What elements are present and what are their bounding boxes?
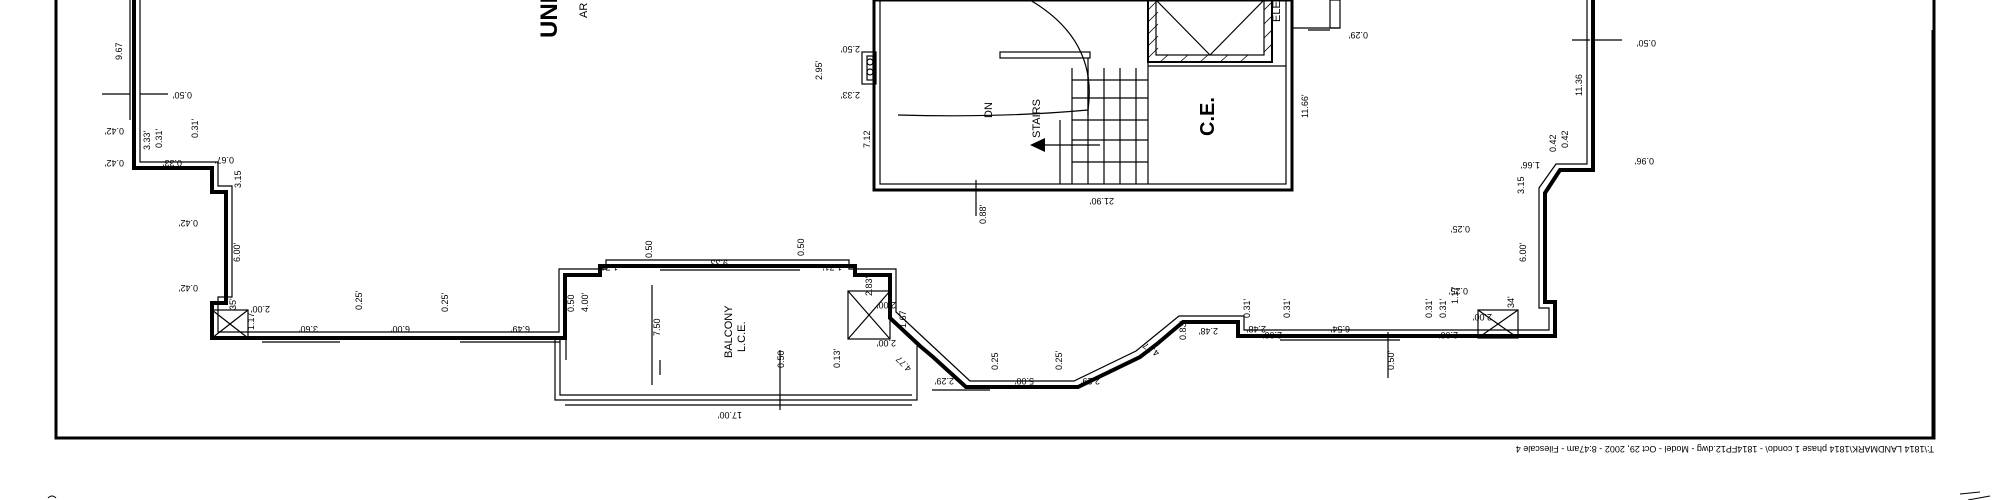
dim-label: 0.25' xyxy=(1448,286,1468,296)
dim-label: 3.33' xyxy=(142,130,152,150)
dim-label: 1.71' xyxy=(822,262,842,272)
dn-label: DN xyxy=(983,102,995,118)
exterior-wall-inner xyxy=(139,0,1588,382)
dim-label: 0.50' xyxy=(1386,350,1396,370)
dim-label: 34' xyxy=(1506,296,1516,308)
dim-label: 0.42' xyxy=(104,158,124,168)
dim-label: 6.00' xyxy=(1518,242,1528,262)
dim-label: 2.33' xyxy=(840,90,860,100)
dim-label: 2.83' xyxy=(864,276,874,296)
dim-label: 0.13' xyxy=(832,348,842,368)
dim-label: 0.31' xyxy=(1242,298,1252,318)
dim-label: 2.00' xyxy=(1472,312,1492,322)
elevator-label: ELE xyxy=(1271,1,1283,22)
dim-label: 5.00' xyxy=(1014,376,1034,386)
balcony-outline xyxy=(554,285,918,406)
dim-label: 9.67 xyxy=(114,42,124,60)
dim-label: 17.00' xyxy=(717,410,742,420)
dim-label: 0.42' xyxy=(104,126,124,136)
dim-label: 3.15 xyxy=(1516,176,1526,194)
dim-label: 35' xyxy=(228,298,238,310)
dim-label: 1.17 xyxy=(246,312,256,330)
dim-label: 0.42' xyxy=(178,218,198,228)
dim-label: 11.36 xyxy=(1574,74,1584,96)
drawing-border xyxy=(54,0,1936,440)
dim-label: 0.25' xyxy=(1450,224,1470,234)
dim-label: 6.00' xyxy=(390,324,410,334)
dim-label: 0.25' xyxy=(1054,350,1064,370)
dim-label: 0.25' xyxy=(440,292,450,312)
dim-label: 1.17 xyxy=(1450,286,1460,304)
dim-label: 0.31' xyxy=(1438,298,1448,318)
ce-label: C.E. xyxy=(1197,97,1219,136)
dim-label: 2.00' xyxy=(1438,330,1458,340)
dim-label: 2.00' xyxy=(1262,330,1282,340)
dim-label: 2.95' xyxy=(814,60,824,80)
dim-label: 3.60' xyxy=(298,324,318,334)
footer-file-path: T:\1814 LANDMARK\1814 phase 1 condo\ - 1… xyxy=(1516,444,1934,454)
stairs-label: STAIRS xyxy=(1031,99,1043,138)
dim-label: 2.00' xyxy=(876,338,896,348)
dim-label: 2.50' xyxy=(840,44,860,54)
dim-label: 9.33' xyxy=(708,258,728,268)
dimension-texts: 0.50' 9.67 0.42' 3.33' 0.31' 0.31' 0.42'… xyxy=(104,30,1656,420)
balcony-label: BALCONY xyxy=(723,305,735,358)
dim-label: 0.50 xyxy=(566,294,576,312)
dim-label: 1.67 xyxy=(898,310,908,328)
dim-label: 0.31' xyxy=(190,118,200,138)
dim-label: 4.00' xyxy=(580,292,590,312)
dim-label: 11.66' xyxy=(1300,94,1310,118)
dim-label: 3.15 xyxy=(233,170,243,188)
dim-label: 0.96' xyxy=(1634,156,1654,166)
dim-label: 7.12 xyxy=(862,130,872,148)
exterior-wall xyxy=(132,0,1595,389)
dim-label: 0.88' xyxy=(978,204,988,224)
dim-label: 0.42 xyxy=(1560,130,1570,148)
corner-box-mid xyxy=(847,290,891,340)
dim-label: 7.50 xyxy=(652,318,662,336)
dim-label: 21.90' xyxy=(1089,196,1114,206)
dim-label: 2.48' xyxy=(1246,324,1266,334)
dim-label: 0.25' xyxy=(354,290,364,310)
dim-label: 0.42 xyxy=(1548,134,1558,152)
dim-label: 0.25 xyxy=(990,352,1000,370)
unit-label: UNIT xyxy=(536,0,563,38)
dim-label: 0.31' xyxy=(1282,298,1292,318)
dim-label: 0.50 xyxy=(644,240,654,258)
dim-label: 0.29' xyxy=(1348,30,1368,40)
scan-marks xyxy=(47,30,1991,500)
dim-label: 0.83' xyxy=(1178,320,1188,340)
dim-label: 2.48' xyxy=(1198,326,1218,336)
dim-label: 2.29' xyxy=(934,376,954,386)
corner-box-right xyxy=(1477,309,1519,339)
dim-label: 6.54' xyxy=(1330,324,1350,334)
dim-label: 0.67' xyxy=(214,155,234,165)
lce-label: L.C.E. xyxy=(736,321,748,352)
dim-label: 0.42' xyxy=(178,283,198,293)
core-stair-elevator xyxy=(861,0,1341,192)
dim-label: 6.00' xyxy=(232,242,242,262)
dim-label: 0.50' xyxy=(1636,38,1656,48)
dim-label: 0.50 xyxy=(796,238,806,256)
dim-label: 4.77 xyxy=(894,354,913,373)
dim-label: 0.31' xyxy=(154,128,164,148)
dim-label: 0.50 xyxy=(776,350,786,368)
area-label: AR xyxy=(578,3,590,18)
dim-label: 2.29' xyxy=(1080,376,1100,386)
dimension-ticks xyxy=(102,29,1622,410)
corner-box-left xyxy=(211,309,249,339)
dim-label: 0.33' xyxy=(162,158,182,168)
dim-label: 1.71' xyxy=(598,262,618,272)
dim-label: 2.00' xyxy=(876,300,896,310)
window-lines xyxy=(129,0,1400,391)
dim-label: 2.00' xyxy=(250,304,270,314)
dim-label: 6.49' xyxy=(510,324,530,334)
dim-label: 0.31' xyxy=(1424,298,1434,318)
dim-label: 0.50' xyxy=(172,90,192,100)
dim-label: 1.66' xyxy=(1520,160,1540,170)
